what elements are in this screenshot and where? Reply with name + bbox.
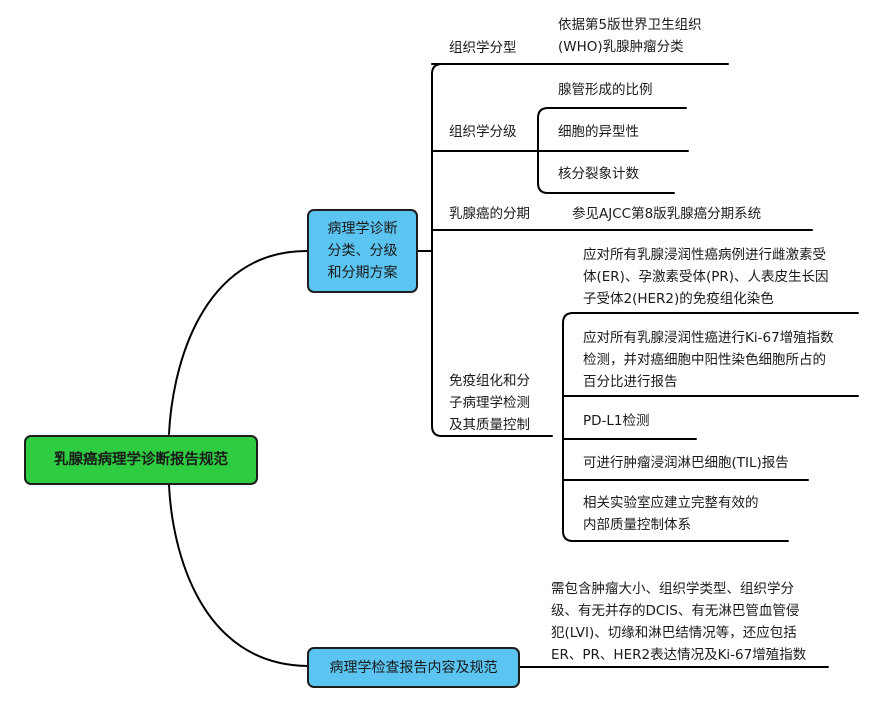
topic-ihc[interactable]: 免疫组化和分 子病理学检测 及其质量控制 xyxy=(449,370,530,436)
connector-root-branch2 xyxy=(168,484,309,667)
leaf-grade-tubule[interactable]: 腺管形成的比例 xyxy=(558,82,653,98)
leaf-ihc-til[interactable]: 可进行肿瘤浸润淋巴细胞(TIL)报告 xyxy=(583,455,789,471)
leaf-histotype-who[interactable]: 依据第5版世界卫生组织 (WHO)乳腺肿瘤分类 xyxy=(558,14,702,58)
root-node[interactable]: 乳腺癌病理学诊断报告规范 xyxy=(24,435,258,485)
leaf-grade-mitosis[interactable]: 核分裂象计数 xyxy=(558,166,639,182)
topic-ihc-line: 子病理学检测 xyxy=(449,395,530,411)
connector-ihc-spine xyxy=(562,312,574,542)
leaf-line: 犯(LVI)、切缘和淋巴结情况等，还应包括 xyxy=(551,625,797,641)
branch1-line: 和分期方案 xyxy=(327,265,398,281)
leaf-ihc-qc[interactable]: 相关实验室应建立完整有效的 内部质量控制体系 xyxy=(583,492,759,536)
branch-node-report[interactable]: 病理学检查报告内容及规范 xyxy=(307,647,520,688)
leaf-staging-ajcc[interactable]: 参见AJCC第8版乳腺癌分期系统 xyxy=(572,206,762,222)
leaf-line: ER、PR、HER2表达情况及Ki-67增殖指数 xyxy=(551,647,807,663)
topic-histotype[interactable]: 组织学分型 xyxy=(449,40,517,56)
topic-staging[interactable]: 乳腺癌的分期 xyxy=(449,206,530,222)
leaf-line: 子受体2(HER2)的免疫组化染色 xyxy=(583,291,774,307)
leaf-line: 应对所有乳腺浸润性癌进行Ki-67增殖指数 xyxy=(583,330,834,346)
leaf-line: 相关实验室应建立完整有效的 xyxy=(583,495,759,511)
connector-root-branch1 xyxy=(168,249,309,435)
branch2-label: 病理学检查报告内容及规范 xyxy=(329,659,498,676)
leaf-grade-atypia[interactable]: 细胞的异型性 xyxy=(558,124,639,140)
topic-grade[interactable]: 组织学分级 xyxy=(449,124,517,140)
leaf-line: 百分比进行报告 xyxy=(583,374,678,390)
leaf-line: 依据第5版世界卫生组织 xyxy=(558,17,702,33)
leaf-line: 体(ER)、孕激素受体(PR)、人表皮生长因 xyxy=(583,269,829,285)
leaf-line: 内部质量控制体系 xyxy=(583,517,691,533)
leaf-line: (WHO)乳腺肿瘤分类 xyxy=(558,39,684,55)
branch-node-diagnosis[interactable]: 病理学诊断 分类、分级 和分期方案 xyxy=(307,209,418,293)
leaf-ihc-ki67[interactable]: 应对所有乳腺浸润性癌进行Ki-67增殖指数 检测，并对癌细胞中阳性染色细胞所占的… xyxy=(583,327,834,393)
connector-branch1-spine xyxy=(431,63,443,437)
leaf-line: 检测，并对癌细胞中阳性染色细胞所占的 xyxy=(583,352,826,368)
leaf-line: 应对所有乳腺浸润性癌病例进行雌激素受 xyxy=(583,247,826,263)
branch1-line: 分类、分级 xyxy=(327,243,398,259)
leaf-line: 需包含肿瘤大小、组织学类型、组织学分 xyxy=(551,581,794,597)
leaf-report-content[interactable]: 需包含肿瘤大小、组织学类型、组织学分 级、有无并存的DCIS、有无淋巴管血管侵 … xyxy=(551,578,806,666)
leaf-ihc-er-pr-her2[interactable]: 应对所有乳腺浸润性癌病例进行雌激素受 体(ER)、孕激素受体(PR)、人表皮生长… xyxy=(583,244,829,310)
branch1-line: 病理学诊断 xyxy=(327,221,398,237)
leaf-ihc-pdl1[interactable]: PD-L1检测 xyxy=(583,413,650,429)
root-label: 乳腺癌病理学诊断报告规范 xyxy=(54,452,228,468)
leaf-line: 级、有无并存的DCIS、有无淋巴管血管侵 xyxy=(551,603,800,619)
topic-ihc-line: 免疫组化和分 xyxy=(449,373,530,389)
topic-ihc-line: 及其质量控制 xyxy=(449,417,530,433)
